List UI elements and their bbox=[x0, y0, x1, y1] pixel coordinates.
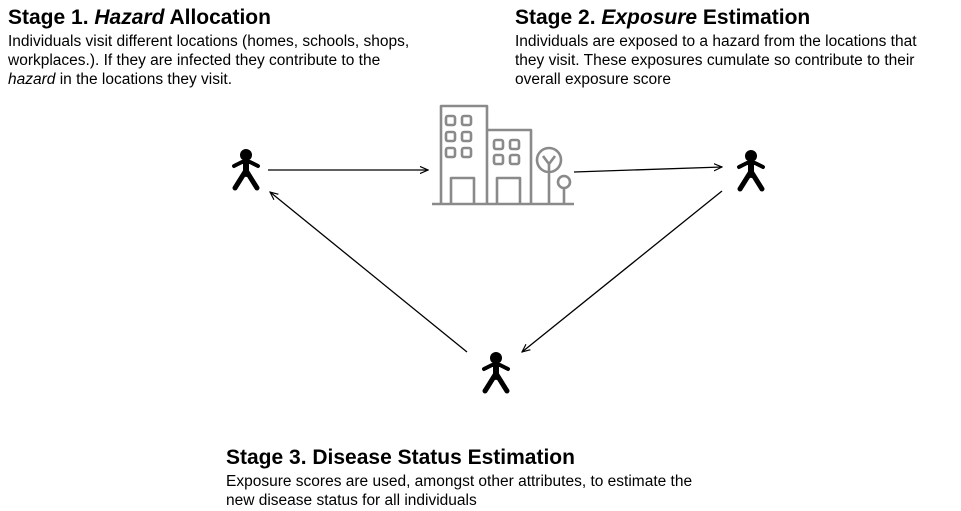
stage-3-title: Stage 3. Disease Status Estimation bbox=[226, 446, 575, 469]
person-icon bbox=[739, 150, 763, 189]
arrow-locations-to-person bbox=[573, 167, 722, 173]
stage-1-title-emphasis: Hazard bbox=[94, 6, 165, 29]
stage-2-title: Stage 2. Exposure Estimation bbox=[515, 6, 811, 29]
stage-2-title-emphasis: Exposure bbox=[601, 6, 698, 29]
tree-icon bbox=[535, 146, 572, 204]
stage-3-block: Stage 3. Disease Status Estimation Expos… bbox=[226, 446, 786, 510]
stage-2-block: Stage 2. Exposure Estimation Individuals… bbox=[515, 6, 961, 89]
stage-1-title: Stage 1. Hazard Allocation bbox=[8, 6, 271, 29]
arrow-exposure-to-disease bbox=[522, 190, 723, 352]
stage-2-description: Individuals are exposed to a hazard from… bbox=[515, 33, 917, 88]
stage-1-block: Stage 1. Hazard Allocation Individuals v… bbox=[8, 6, 478, 89]
city-buildings-icon bbox=[432, 104, 574, 206]
stage-3-description: Exposure scores are used, amongst other … bbox=[226, 473, 693, 509]
person-icon bbox=[484, 352, 508, 391]
arrow-disease-to-hazard bbox=[270, 192, 468, 353]
person-icon bbox=[234, 149, 258, 188]
stage-1-description: Individuals visit different locations (h… bbox=[8, 33, 410, 88]
